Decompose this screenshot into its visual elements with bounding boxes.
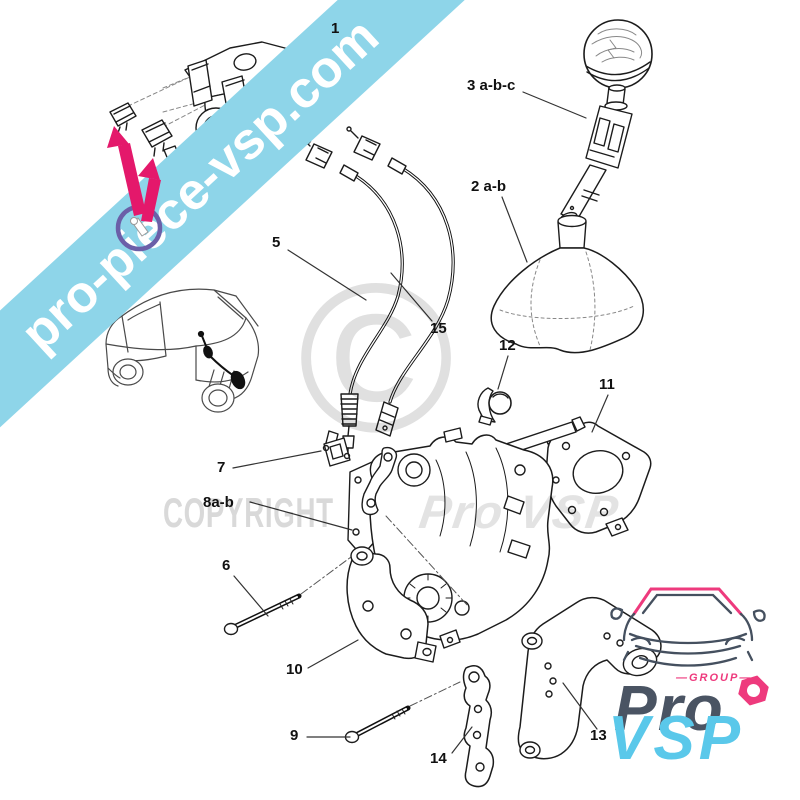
part-3-gear-knob-lever (560, 19, 653, 223)
part-11-support-plate (543, 421, 652, 537)
part-10-gearbox-bracket (346, 546, 437, 663)
provsp-logo: —GROUP— Pro VSP (600, 580, 800, 800)
callout-2ab: 2 a-b (471, 178, 507, 195)
part-14-support-bracket (462, 665, 495, 788)
part-12-grommet-clamp (477, 387, 512, 426)
part-13-large-bracket (517, 596, 662, 760)
callout-7: 7 (217, 459, 226, 476)
callout-8ab: 8a-b (203, 494, 234, 511)
part-9-bolt (344, 705, 411, 744)
part-8ab-z-bracket (361, 446, 398, 516)
part-2-gear-gaiter (490, 214, 644, 354)
leader-lines (232, 39, 609, 754)
part-5-15-gear-cables (298, 126, 455, 459)
callout-10: 10 (286, 661, 303, 678)
callout-12: 12 (499, 337, 516, 354)
logo-vsp-text: VSP (608, 704, 745, 773)
logo-group-text: —GROUP— (676, 672, 753, 684)
callout-14: 14 (430, 750, 447, 767)
callout-9: 9 (290, 727, 299, 744)
logo-car-sketch (610, 587, 766, 667)
car-illustration (105, 288, 260, 413)
callout-13: 13 (590, 727, 607, 744)
part-7-cable-clamp (322, 430, 351, 467)
callout-1: 1 (331, 20, 340, 37)
assembly-axis-lines (300, 515, 469, 707)
callout-11: 11 (599, 376, 615, 393)
callout-3abc: 3 a-b-c (467, 77, 516, 94)
logo-pro-text: Pro (614, 672, 724, 744)
part-6-bolt (223, 593, 302, 636)
callout-5: 5 (272, 234, 281, 251)
callout-15: 15 (430, 320, 447, 337)
callout-6: 6 (222, 557, 231, 574)
